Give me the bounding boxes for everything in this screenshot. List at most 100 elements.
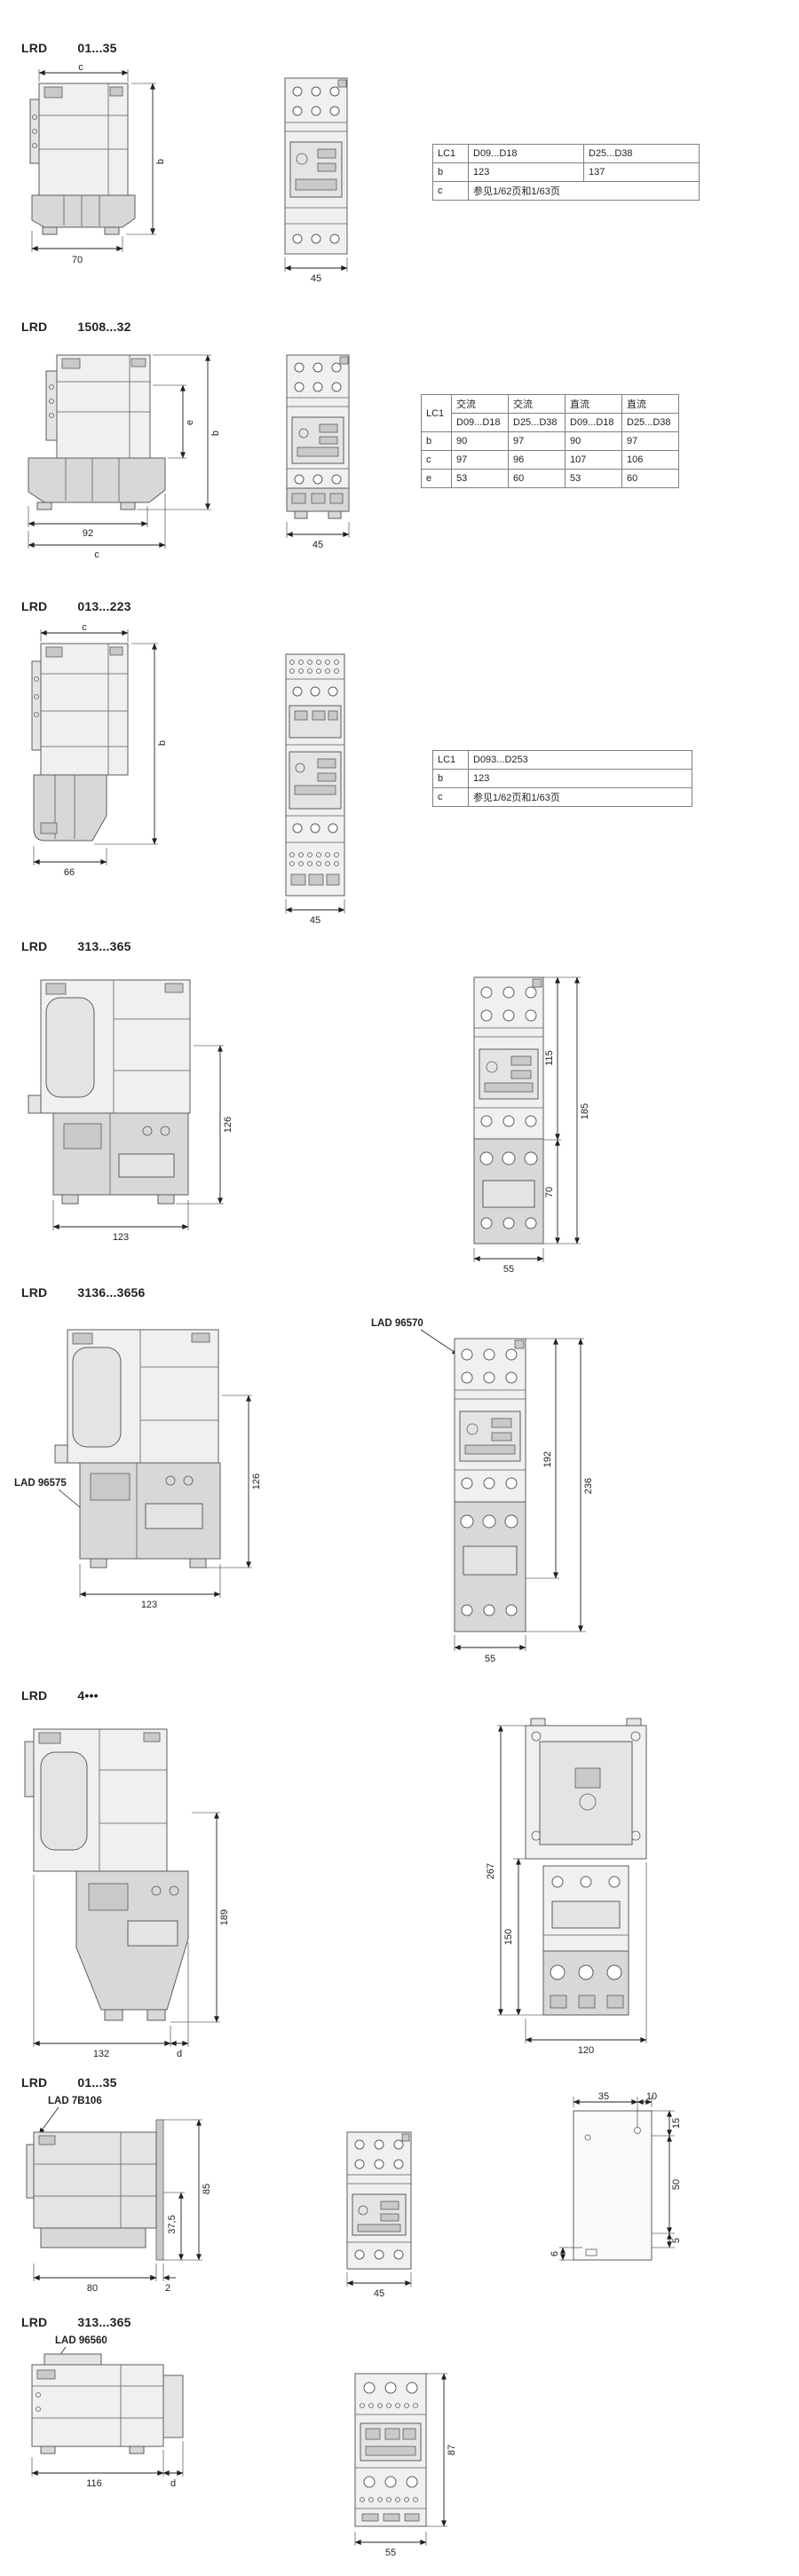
mounting-plate-edge: [155, 2119, 164, 2261]
value-cell: 96: [508, 450, 566, 470]
dim-label-87: 87: [447, 2445, 457, 2455]
dim-front-width: 120: [525, 1862, 647, 2056]
overload-relay-block: [33, 774, 107, 842]
overload-relay-block: [52, 1112, 189, 1205]
side-view-drawing: LAD 96560 116 d: [31, 2335, 184, 2489]
model-code: LRD: [21, 1688, 48, 1703]
dim-height: 189: [170, 1812, 230, 2023]
front-body: [454, 1338, 526, 1632]
dim-right-5: 5: [652, 2232, 682, 2248]
dim-front-top: 115: [543, 976, 581, 1141]
contactor-body: [54, 1329, 219, 1464]
table-row: c 97 96 107 106: [421, 450, 679, 470]
side-view-drawing: LAD 96575 126 123: [14, 1329, 262, 1610]
section-title: LRD 1508...32: [21, 320, 131, 334]
dim-label-2: 2: [165, 2283, 170, 2294]
spec-table: LC1 D09...D18 D25...D38 b 123 137 c 参见1/…: [432, 144, 700, 201]
dim-height: 126: [206, 1395, 262, 1569]
dim-label-45: 45: [374, 2288, 384, 2299]
side-view-drawing: LAD 7B106 37,5 85 80: [26, 2096, 212, 2294]
dim-label-150: 150: [503, 1929, 514, 1945]
dim-front-width: 45: [286, 522, 350, 550]
dim-label-120: 120: [578, 2045, 594, 2056]
front-view-drawing: 115 70 185 55: [473, 976, 590, 1275]
dim-width: 116: [31, 2450, 164, 2489]
dim-front-width: 55: [473, 1248, 544, 1275]
header-cell: D25...D38: [583, 144, 700, 163]
value-cell: 97: [621, 431, 679, 451]
dim-label-b: b: [157, 740, 168, 746]
row-label-cell: e: [421, 469, 452, 488]
mounting-adapter-block: [28, 457, 166, 510]
dim-label-132: 132: [93, 2049, 109, 2059]
dim-label-85: 85: [202, 2184, 212, 2194]
dim-label-d: d: [177, 2049, 182, 2059]
dim-label-116: 116: [86, 2478, 102, 2489]
model-range: 313...365: [77, 939, 131, 953]
contactor-body: [28, 979, 191, 1114]
dim-front-width: 45: [285, 899, 345, 926]
dim-front-inner: 192: [526, 1338, 584, 1579]
value-cell: 90: [451, 431, 509, 451]
front-body: [286, 354, 350, 489]
leader-line: [420, 1329, 459, 1355]
dim-label-45: 45: [312, 540, 323, 550]
value-cell: 97: [451, 450, 509, 470]
dim-label-192: 192: [542, 1451, 553, 1467]
dim-label-e: e: [185, 420, 195, 425]
relay-body: [31, 2353, 184, 2454]
value-cell: 123: [468, 162, 584, 182]
dim-right-50: 50: [652, 2135, 682, 2234]
table-header-row: D09...D18 D25...D38 D09...D18 D25...D38: [422, 413, 679, 432]
dim-label-185: 185: [580, 1103, 590, 1119]
header-cell: 交流: [451, 394, 509, 414]
dim-label-15: 15: [671, 2118, 682, 2129]
value-cell: 53: [565, 469, 622, 488]
header-cell: 直流: [621, 394, 679, 414]
contactor-body: [29, 83, 129, 196]
dim-label-123: 123: [141, 1600, 157, 1610]
table-header-row: LC1 D093...D253: [432, 750, 692, 770]
section-title: LRD 313...365: [21, 939, 131, 953]
side-view-drawing: c b 66: [31, 622, 168, 878]
dim-label-c: c: [94, 549, 99, 560]
model-range: 1508...32: [77, 320, 131, 334]
dim-label-55: 55: [385, 2548, 396, 2558]
dim-e: e: [153, 384, 195, 459]
dim-label-115: 115: [544, 1050, 555, 1066]
table-row: b 123: [432, 769, 692, 788]
dim-plate-height: 85: [163, 2119, 212, 2261]
dim-label-5: 5: [671, 2238, 682, 2243]
side-view-drawing: c b 70: [29, 62, 166, 265]
model-code: LRD: [21, 939, 48, 953]
model-code: LRD: [21, 320, 48, 334]
table-header-row: LC1 交流 交流 直流 直流: [421, 394, 679, 432]
value-cell: 参见1/62页和1/63页: [468, 181, 700, 201]
dim-overhang: d: [162, 2441, 184, 2489]
dim-label-267: 267: [486, 1863, 496, 1879]
overload-relay-block: [31, 194, 136, 235]
dim-c: c: [38, 62, 129, 82]
row-label-cell: c: [421, 450, 452, 470]
contactor-body: [24, 1728, 168, 1872]
header-cell: D093...D253: [468, 750, 692, 770]
dim-plate-thickness: 2: [144, 2264, 176, 2294]
header-cell: LC1: [432, 144, 469, 163]
dim-label-189: 189: [219, 1909, 230, 1925]
dim-label-c: c: [78, 62, 83, 73]
dim-top-left: 35: [573, 2091, 638, 2127]
dim-label-80: 80: [87, 2283, 98, 2294]
model-range: 01...35: [77, 41, 117, 55]
row-label-cell: b: [432, 769, 469, 788]
front-view-drawing: 267 150 120: [486, 1718, 647, 2056]
dim-label-126: 126: [251, 1474, 262, 1489]
dim-width: 123: [52, 1200, 189, 1243]
value-cell: 90: [565, 431, 622, 451]
